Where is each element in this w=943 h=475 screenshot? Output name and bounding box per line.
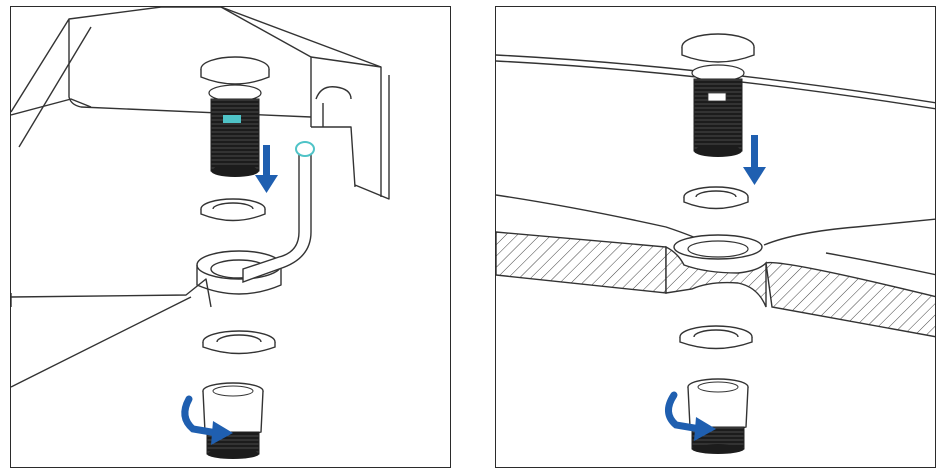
top-washer bbox=[683, 186, 749, 210]
sink-basin-outline bbox=[11, 7, 312, 118]
drain-body bbox=[202, 382, 264, 459]
down-arrow-icon bbox=[743, 135, 766, 185]
pop-up-plug bbox=[681, 33, 755, 157]
overflow-pipe bbox=[242, 141, 315, 283]
right-illustration bbox=[496, 33, 935, 454]
plug-seal-tab bbox=[223, 115, 241, 123]
drain-body bbox=[687, 378, 749, 454]
bottom-washer bbox=[679, 325, 753, 350]
overflow-seal-ring bbox=[295, 141, 315, 157]
rotate-arrow-icon bbox=[181, 395, 233, 445]
top-washer bbox=[200, 198, 266, 222]
down-arrow-icon bbox=[255, 145, 278, 193]
rotate-arrow-icon bbox=[665, 391, 716, 441]
panel-left-overflow-install bbox=[10, 6, 451, 468]
pop-up-plug bbox=[200, 56, 270, 177]
basin-cross-section bbox=[496, 231, 935, 338]
bottom-washer bbox=[202, 330, 276, 355]
panel-right-section-install bbox=[495, 6, 936, 468]
plug-label-tab bbox=[707, 92, 727, 102]
left-illustration bbox=[11, 7, 390, 459]
